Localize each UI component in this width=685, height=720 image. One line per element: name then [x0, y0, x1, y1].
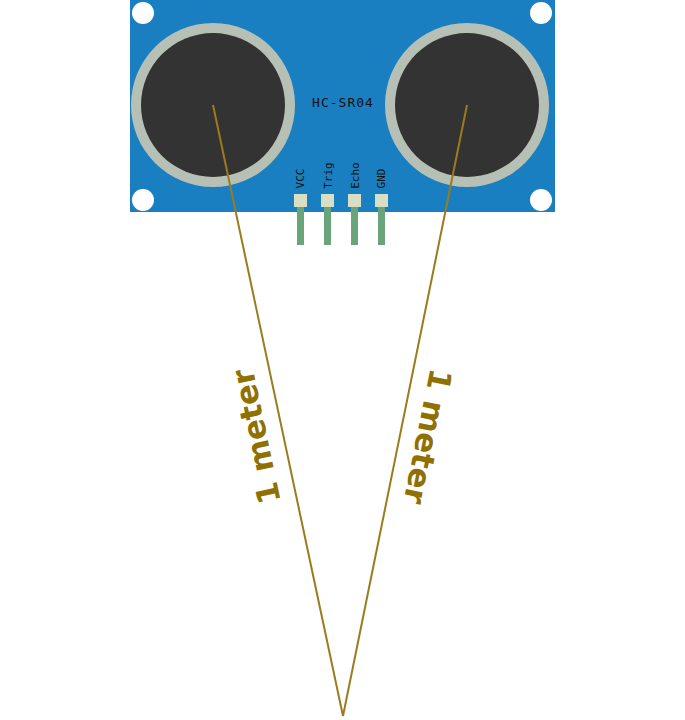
- pin-pad: [348, 194, 361, 207]
- model-name: HC-SR04: [312, 96, 374, 109]
- pin-name: VCC: [296, 168, 307, 188]
- sensor-board: [130, 0, 555, 212]
- header-pin: [297, 207, 304, 245]
- distance-line: [343, 105, 467, 716]
- pin-pad: [294, 194, 307, 207]
- pin-name: GND: [377, 168, 388, 188]
- mounting-hole: [530, 189, 552, 211]
- header-pin: [351, 207, 358, 245]
- pin-pad: [321, 194, 334, 207]
- pin-name: Echo: [350, 162, 361, 189]
- mounting-hole: [132, 189, 154, 211]
- header-pin: [378, 207, 385, 245]
- distance-label: 1 meter: [227, 366, 286, 506]
- mounting-hole: [132, 2, 154, 24]
- distance-line: [213, 105, 343, 716]
- pin-name: Trig: [323, 162, 334, 189]
- header-pin: [324, 207, 331, 245]
- pin-pad: [375, 194, 388, 207]
- distance-label: 1 meter: [398, 366, 455, 506]
- mounting-hole: [530, 2, 552, 24]
